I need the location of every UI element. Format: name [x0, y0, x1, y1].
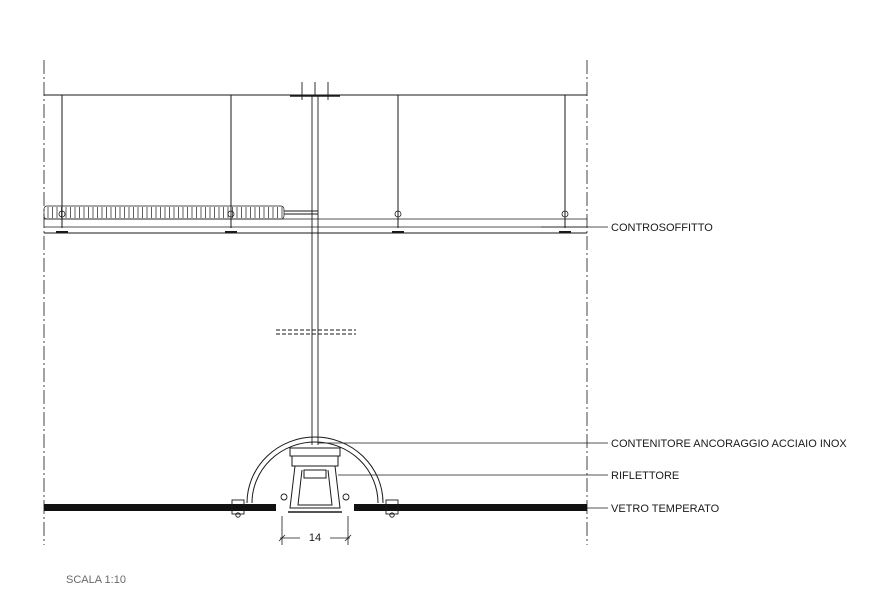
hanger-rods	[61, 95, 566, 228]
label-riflettore: RIFLETTORE	[611, 470, 679, 482]
dimension-text: 14	[309, 532, 321, 544]
scale-label: SCALA 1:10	[66, 574, 126, 586]
suspension-rod	[276, 82, 356, 445]
boundary-lines	[43, 60, 588, 545]
label-controsoffitto: CONTROSOFFITTO	[611, 222, 713, 234]
dimension-bg	[300, 530, 330, 544]
label-contenitore: CONTENITORE ANCORAGGIO ACCIAIO INOX	[611, 438, 847, 450]
label-vetro: VETRO TEMPERATO	[611, 503, 720, 515]
riflettore	[288, 465, 342, 513]
insulation-coil	[43, 205, 285, 220]
fixing-brackets	[231, 493, 399, 518]
leader-lines	[318, 226, 608, 509]
vetro-temperato	[44, 504, 587, 511]
contenitore-housing	[246, 436, 384, 504]
